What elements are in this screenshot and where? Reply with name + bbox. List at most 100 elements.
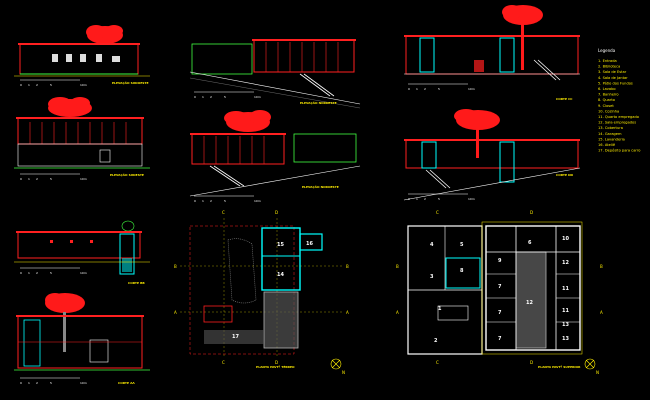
svg-text:10m: 10m [468, 87, 475, 91]
svg-text:2: 2 [36, 177, 38, 181]
svg-text:0: 0 [408, 87, 410, 91]
elevation-4: ELEVAÇÃO NOROESTE 0 1 2 5 10m [189, 110, 361, 203]
svg-text:2: 2 [210, 199, 212, 203]
svg-text:11: 11 [562, 308, 569, 314]
svg-text:D: D [530, 210, 533, 215]
legend-item: 4. Sala de Jantar [598, 76, 628, 80]
tree [224, 110, 271, 132]
legend-item: 13. Cobertura [598, 126, 623, 130]
legend-item: 14. Garagem [598, 132, 622, 136]
legend-item: 7. Banheiro [598, 93, 619, 97]
legend-item: 2. Biblioteca [598, 65, 620, 69]
svg-text:1: 1 [438, 306, 442, 312]
svg-text:A: A [396, 310, 399, 315]
elevation-1: ELEVAÇÃO SUDOESTE 0 1 2 5 10m [14, 25, 150, 87]
legend-item: 12. Sala empregados [598, 121, 636, 125]
legend-item: 17. Depósito para carro [598, 149, 640, 153]
elevation-3: ELEVAÇÃO NORDESTE 0 1 2 5 10m [189, 39, 361, 109]
svg-text:A: A [174, 310, 177, 315]
scale-bar: 0 1 2 5 10m [20, 79, 87, 87]
svg-text:0: 0 [20, 177, 22, 181]
svg-text:0: 0 [20, 83, 22, 87]
room-number: 16 [306, 241, 313, 247]
svg-text:D: D [530, 360, 533, 365]
svg-text:10: 10 [562, 236, 569, 242]
svg-text:B: B [600, 264, 603, 269]
svg-text:1: 1 [416, 87, 418, 91]
svg-text:0: 0 [20, 381, 22, 385]
tree [45, 293, 85, 352]
svg-text:12: 12 [562, 260, 569, 266]
legend-item: 16. Ateliê [598, 143, 616, 147]
ground-floor-plan: C D B B A A C D 15 14 16 17 PLANTA PAVTº… [174, 210, 349, 375]
svg-text:2: 2 [424, 87, 426, 91]
svg-text:12: 12 [526, 300, 533, 306]
svg-text:9: 9 [498, 258, 502, 264]
svg-text:10m: 10m [80, 177, 87, 181]
tree [86, 25, 123, 44]
view-title: PLANTA PAVTº TÉRREO [256, 364, 295, 369]
view-title: ELEVAÇÃO SUDESTE [110, 172, 144, 177]
svg-text:D: D [275, 360, 278, 365]
svg-text:N: N [596, 370, 599, 375]
svg-text:7: 7 [498, 336, 502, 342]
svg-text:1: 1 [202, 199, 204, 203]
view-title: ELEVAÇÃO NORDESTE [300, 100, 337, 105]
svg-text:7: 7 [498, 310, 502, 316]
svg-text:3: 3 [430, 274, 434, 280]
north-arrow: N [330, 358, 345, 375]
svg-text:1: 1 [202, 95, 204, 99]
svg-text:10m: 10m [254, 95, 261, 99]
svg-text:5: 5 [460, 242, 464, 248]
section-4: CORTE DD 0 1 2 5 10m [403, 109, 581, 201]
svg-text:A: A [600, 310, 603, 315]
view-title: ELEVAÇÃO SUDOESTE [112, 80, 149, 85]
legend-item: 9. Closet [598, 104, 614, 108]
svg-text:5: 5 [50, 271, 52, 275]
svg-text:2: 2 [36, 271, 38, 275]
svg-text:2: 2 [210, 95, 212, 99]
svg-text:C: C [436, 210, 439, 215]
room-number: 17 [232, 334, 239, 340]
view-title: CORTE AA [118, 381, 135, 385]
elevation-2: ELEVAÇÃO SUDESTE 0 1 2 5 10m [14, 97, 150, 181]
svg-text:B: B [174, 264, 177, 269]
tree [502, 5, 543, 70]
tree [48, 97, 92, 117]
svg-text:8: 8 [460, 268, 464, 274]
svg-text:1: 1 [28, 83, 30, 87]
scale-bar: 0 1 2 5 10m [194, 195, 261, 203]
svg-text:5: 5 [224, 95, 226, 99]
svg-text:2: 2 [36, 381, 38, 385]
svg-text:10m: 10m [254, 199, 261, 203]
svg-text:C: C [436, 360, 439, 365]
svg-text:7: 7 [498, 284, 502, 290]
svg-text:0: 0 [194, 199, 196, 203]
tree [454, 109, 500, 158]
svg-text:2: 2 [424, 197, 426, 201]
svg-text:10m: 10m [80, 83, 87, 87]
legend-item: 1. Entrada [598, 59, 617, 63]
svg-text:C: C [222, 210, 225, 215]
legend-item: 10. Cozinha [598, 109, 619, 113]
svg-text:B: B [346, 264, 349, 269]
svg-text:10m: 10m [80, 381, 87, 385]
room-number: 15 [277, 242, 284, 248]
svg-text:B: B [396, 264, 399, 269]
view-title: ELEVAÇÃO NOROESTE [302, 184, 339, 189]
room-number: 14 [277, 272, 284, 278]
scale-bar: 0 1 2 5 10m [20, 267, 87, 275]
svg-text:5: 5 [50, 177, 52, 181]
svg-text:1: 1 [28, 177, 30, 181]
svg-text:1: 1 [28, 381, 30, 385]
svg-text:4: 4 [430, 242, 434, 248]
svg-text:5: 5 [50, 381, 52, 385]
scale-bar: 0 1 2 5 10m [408, 83, 475, 91]
legend-item: 5. Pátio dos Fundos [598, 81, 633, 85]
svg-text:N: N [342, 370, 345, 375]
scale-bar: 0 1 2 5 10m [20, 377, 87, 385]
scale-bar: 0 1 2 5 10m [20, 173, 87, 181]
svg-text:0: 0 [194, 95, 196, 99]
